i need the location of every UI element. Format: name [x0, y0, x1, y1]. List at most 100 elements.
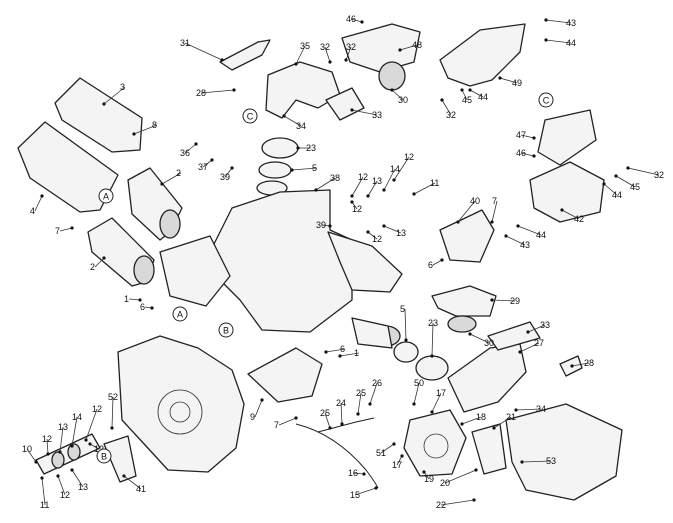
leader-dot-c12h: [56, 474, 60, 478]
muffler-upper-outlet: [159, 209, 181, 239]
shield-40: [439, 209, 495, 263]
leader-dot-c6c: [324, 350, 328, 354]
leader-dot-c1b: [338, 354, 342, 358]
leader-line-c45a: [461, 89, 468, 101]
leader-line-c40: [457, 200, 476, 223]
callout-label: 7: [492, 196, 497, 206]
leader-line-c13d: [71, 469, 84, 488]
callout-label: 12: [358, 172, 368, 182]
ring-23-top: [261, 137, 299, 159]
callout-label: 50: [414, 378, 424, 388]
leader-dot-c45a: [460, 88, 464, 92]
leader-line-c2a: [161, 172, 182, 185]
leader-line-c28b: [571, 362, 590, 367]
leader-dot-c46a: [360, 20, 364, 24]
leader-dot-c6b: [150, 306, 154, 310]
callout-label: 6: [140, 302, 145, 312]
leader-dot-c2b: [102, 256, 106, 260]
callout-label: 2: [176, 168, 181, 178]
leader-line-c7a: [59, 227, 73, 232]
callout-label: 8: [152, 120, 157, 130]
leader-line-c36: [184, 143, 197, 154]
throttle-body-bore: [423, 433, 449, 459]
leader-dot-c11b: [40, 476, 44, 480]
leader-dot-c12g: [88, 442, 92, 446]
leader-dot-c46b: [532, 154, 536, 158]
leader-dot-c36: [194, 142, 198, 146]
leader-dot-c25b: [328, 426, 332, 430]
leader-dot-c42: [560, 208, 564, 212]
leader-dot-c43b: [504, 234, 508, 238]
leader-line-c17b: [396, 455, 403, 466]
leader-dot-c12f: [46, 452, 50, 456]
heat-shield-3: [54, 77, 143, 153]
callout-label: 14: [72, 412, 82, 422]
callout-label: 17: [436, 388, 446, 398]
callout-label: 12: [372, 234, 382, 244]
leader-line-c12a: [351, 176, 364, 197]
leader-line-c30a: [391, 89, 404, 101]
leader-line-c42: [561, 209, 580, 220]
callout-label: 20: [440, 478, 450, 488]
leader-line-c52: [111, 396, 114, 429]
clamp-30-top: [378, 61, 406, 91]
leader-line-c34b: [515, 408, 542, 411]
reference-letter: A: [98, 188, 114, 204]
gasket-33-mid: [487, 321, 541, 351]
callout-label: 48: [412, 40, 422, 50]
leader-line-c44b: [469, 89, 484, 98]
callout-label: 36: [180, 148, 190, 158]
leader-dot-c33a: [350, 108, 354, 112]
callout-label: 34: [296, 121, 306, 131]
leader-line-c11b: [41, 477, 46, 506]
leader-line-c6a: [432, 259, 443, 266]
callout-label: 28: [584, 358, 594, 368]
engine-block: [117, 335, 245, 473]
leader-dot-c44b: [468, 88, 472, 92]
leader-line-c27: [519, 342, 540, 353]
callout-label: 30: [398, 95, 408, 105]
leader-line-c24: [340, 402, 343, 425]
callout-label: 13: [58, 422, 68, 432]
leader-dot-c6a: [440, 258, 444, 262]
leader-line-c12f: [46, 438, 49, 455]
callout-label: 15: [350, 490, 360, 500]
leader-dot-c45b: [614, 174, 618, 178]
leader-dot-c10: [34, 460, 38, 464]
leader-dot-c43a: [544, 18, 548, 22]
leader-line-c26: [369, 382, 378, 405]
leader-line-c3: [103, 86, 126, 105]
duct-29: [431, 285, 497, 317]
leader-dot-c40: [456, 220, 460, 224]
bracket-41: [103, 435, 137, 483]
reference-letter-text: A: [103, 192, 109, 202]
reference-letter: C: [242, 108, 258, 124]
throttle-body: [403, 409, 467, 477]
leader-dot-c35: [294, 62, 298, 66]
reference-letter-circle: [538, 92, 554, 108]
callout-label: 13: [372, 176, 382, 186]
leader-line-c50: [413, 382, 420, 405]
leader-line-c13a: [367, 180, 378, 197]
leader-dot-c48: [398, 48, 402, 52]
cable-24: [317, 417, 375, 433]
callout-label: 32: [320, 42, 330, 52]
leader-dot-c12e: [84, 438, 88, 442]
rear-subframe: [327, 231, 403, 293]
callout-label: 39: [220, 172, 230, 182]
leader-dot-c39a: [230, 166, 234, 170]
leader-dot-c19: [422, 470, 426, 474]
leader-line-c8: [133, 124, 158, 135]
panel-47: [537, 109, 597, 166]
leader-dot-c13d: [70, 468, 74, 472]
callout-label: 44: [612, 190, 622, 200]
callout-label: 25: [320, 408, 330, 418]
leader-line-c53: [521, 460, 552, 463]
callout-label: 28: [196, 88, 206, 98]
leader-dot-c50: [412, 402, 416, 406]
leader-line-c18: [461, 416, 482, 425]
leader-line-c29: [491, 299, 516, 302]
callout-label: 51: [376, 448, 386, 458]
leader-dot-c23b: [430, 354, 434, 358]
callout-label: 21: [506, 412, 516, 422]
